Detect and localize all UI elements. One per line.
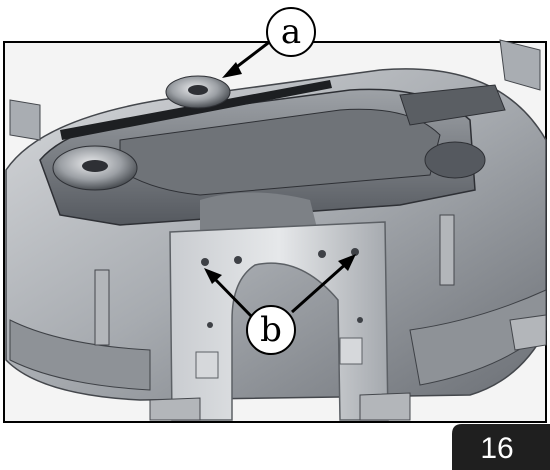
callout-a-label: a xyxy=(281,12,301,52)
callout-b-arrowhead-left xyxy=(204,268,222,284)
callout-b-leader-left xyxy=(210,274,255,320)
mower-deck-illustration xyxy=(5,39,547,421)
callout-b-circle xyxy=(246,305,296,355)
callout-a: a xyxy=(222,7,316,78)
callout-a-circle xyxy=(266,7,316,57)
callout-b-arrowhead-right xyxy=(338,254,356,271)
page-number-tab: 16 xyxy=(452,424,550,470)
callout-a-arrowhead xyxy=(222,62,242,78)
callout-b-label: b xyxy=(260,310,282,350)
page-number: 16 xyxy=(480,432,513,465)
page-tab-shape xyxy=(452,424,550,470)
callout-b-leader-right xyxy=(291,260,349,314)
callout-b: b xyxy=(204,254,356,355)
